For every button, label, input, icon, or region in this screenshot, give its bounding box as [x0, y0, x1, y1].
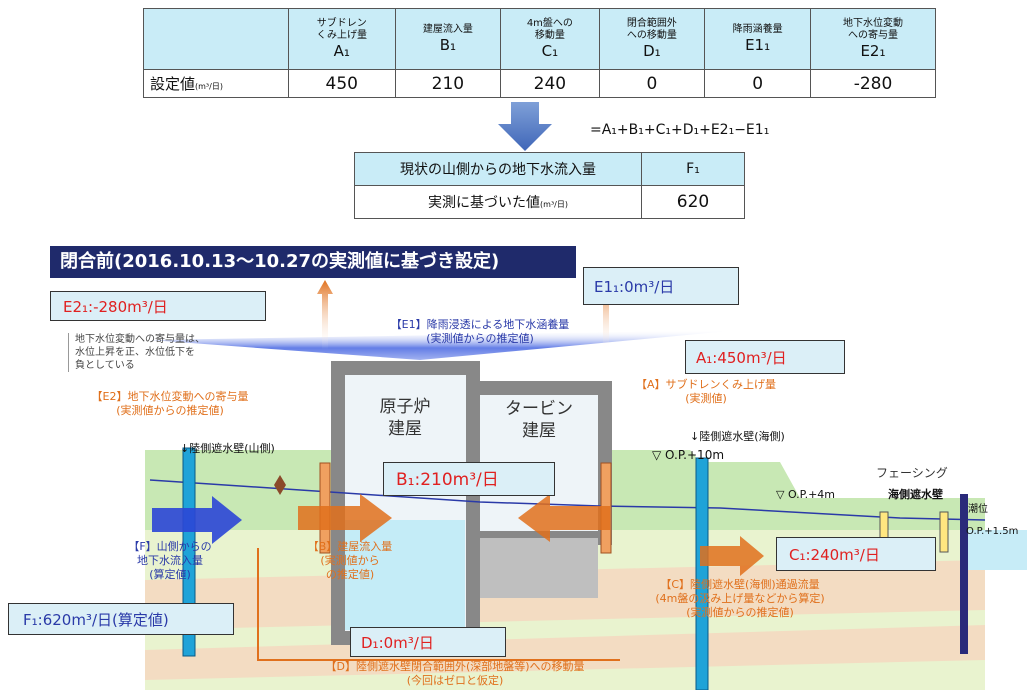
e2-value-box: E2₁:-280m³/日: [50, 291, 266, 321]
e1-label: 【E1】降雨浸透による地下水涵養量(実測値からの推定値): [390, 318, 570, 345]
tide-label: 潮位: [968, 504, 988, 515]
measured-label: 実測に基づいた値(m³/日): [354, 185, 642, 219]
a1-value-box: A₁:450m³/日: [685, 340, 845, 374]
sea-wall-label: 海側遮水壁: [888, 488, 943, 501]
inflow-table: 現状の山側からの地下水流入量 F₁ 実測に基づいた値(m³/日) 620: [354, 152, 745, 219]
f1-value-box: F₁:620m³/日(算定値): [8, 603, 234, 635]
value-e2: -280: [809, 69, 937, 98]
inflow-label: 現状の山側からの地下水流入量: [354, 152, 642, 186]
a-label: 【A】サブドレンくみ上げ量(実測値): [636, 378, 776, 405]
inflow-symbol: F₁: [641, 152, 745, 186]
op15-label: O.P.+1.5m: [966, 526, 1019, 537]
facing-label: フェーシング: [876, 466, 948, 480]
c1-value-box: C₁:240m³/日: [776, 537, 936, 571]
e2-note: 地下水位変動への寄与量は、水位上昇を正、水位低下を負としている: [68, 333, 255, 372]
f-label: 【F】山側からの地下水流入量(算定値): [128, 540, 212, 581]
value-d1: 0: [598, 69, 706, 98]
measured-value: 620: [641, 185, 745, 219]
b-label: 【B】建屋流入量(実測値からの推定値): [307, 540, 393, 581]
value-c1: 240: [500, 69, 600, 98]
c-label: 【C】陸側遮水壁(海側)通過流量(4m盤の汲み上げ量などから算定)(実測値からの…: [655, 578, 825, 619]
b1-value-box: B₁:210m³/日: [383, 462, 555, 496]
table-row: 設定値(m³/日) 450 210 240 0 0 -280: [143, 69, 937, 98]
row-label: 設定値(m³/日): [143, 69, 289, 98]
value-a1: 450: [288, 69, 396, 98]
table-corner: [143, 8, 289, 70]
d1-value-box: D₁:0m³/日: [350, 627, 506, 657]
down-arrow-icon: [498, 102, 552, 151]
reactor-building-label: 原子炉建屋: [379, 397, 431, 439]
table-row: 現状の山側からの地下水流入量 F₁: [354, 152, 745, 186]
turbine-building-label: タービン建屋: [505, 399, 573, 441]
table-row: 実測に基づいた値(m³/日) 620: [354, 185, 745, 219]
value-b1: 210: [394, 69, 502, 98]
value-e1: 0: [704, 69, 811, 98]
d-label: 【D】陸側遮水壁閉合範囲外(深部地盤等)への移動量(今回はゼロと仮定): [325, 660, 585, 687]
e2-label: 【E2】地下水位変動への寄与量(実測値からの推定値): [91, 390, 249, 417]
wall-sea-label: ↓陸側遮水壁(海側): [690, 430, 785, 443]
wall-mountain-label: ↓陸側遮水壁(山側): [180, 442, 275, 455]
banner-title: 閉合前(2016.10.13〜10.27の実測値に基づき設定): [50, 246, 576, 278]
op4-label: ▽ O.P.+4m: [776, 488, 836, 501]
e1-value-box: E1₁:0m³/日: [583, 267, 739, 305]
op10-label: ▽ O.P.+10m: [652, 448, 725, 462]
formula: =A₁+B₁+C₁+D₁+E2₁−E1₁: [590, 122, 770, 138]
